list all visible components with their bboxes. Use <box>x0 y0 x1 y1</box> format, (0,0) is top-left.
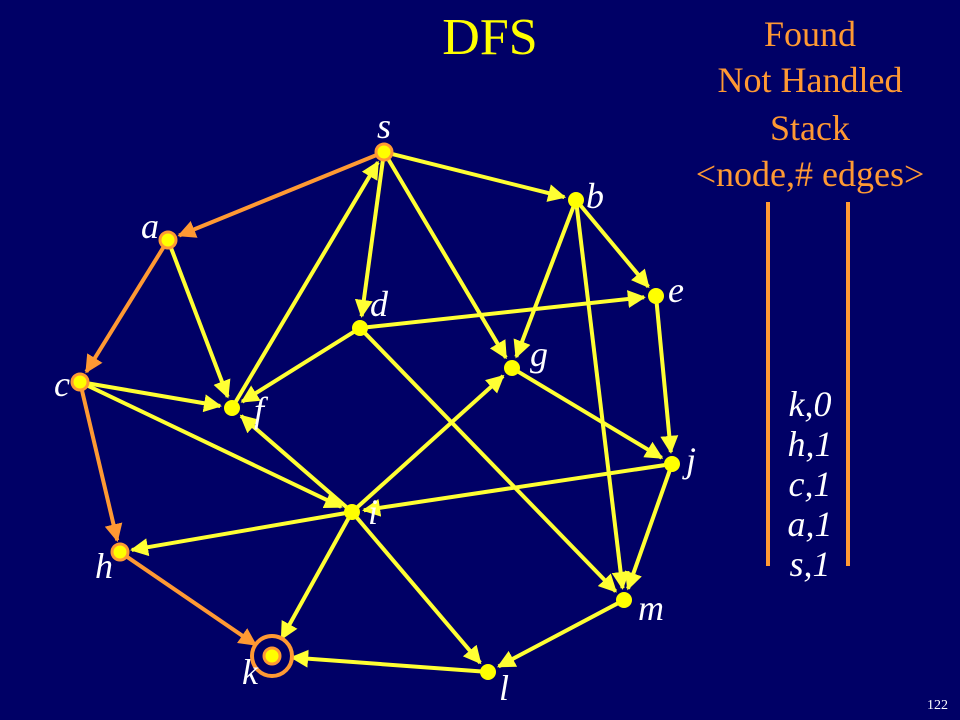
node-label-s: s <box>377 106 391 146</box>
edge-s-g <box>385 156 508 360</box>
edge-m-l <box>497 601 620 669</box>
node-a: a <box>141 206 178 250</box>
node-dot-m <box>616 592 632 608</box>
node-e: e <box>648 270 684 310</box>
node-label-a: a <box>141 206 159 246</box>
edge-d-e <box>365 290 646 330</box>
legend-not-handled: Not Handled <box>717 60 903 100</box>
legend-format: <node,# edges> <box>695 154 925 194</box>
stack-entry: c,1 <box>788 464 832 504</box>
node-label-b: b <box>586 176 604 216</box>
node-label-j: j <box>682 440 696 480</box>
current-node-ring <box>250 634 294 678</box>
node-dot-s <box>374 142 394 162</box>
node-dot-l <box>480 664 496 680</box>
edge-i-f <box>239 414 349 510</box>
node-dot-a <box>158 230 178 250</box>
edge-a-f <box>168 244 231 399</box>
edge-b-e <box>578 203 650 289</box>
legend-stack: Stack <box>770 108 850 148</box>
node-m: m <box>616 588 664 628</box>
node-label-g: g <box>530 334 548 374</box>
stack-entry: k,0 <box>788 384 832 424</box>
edge-i-k <box>279 516 351 641</box>
edge-s-d <box>354 157 386 318</box>
node-dot-e <box>648 288 664 304</box>
stack-entry: h,1 <box>787 424 833 464</box>
edge-b-m <box>574 205 630 590</box>
node-h: h <box>95 542 130 586</box>
edge-s-a <box>177 152 380 238</box>
node-label-i: i <box>368 492 378 532</box>
edge-c-f <box>85 381 222 413</box>
node-label-k: k <box>242 652 259 692</box>
node-dot-i <box>344 504 360 520</box>
stack-entry: a,1 <box>787 504 833 544</box>
node-label-c: c <box>54 364 70 404</box>
edge-j-m <box>624 468 672 591</box>
node-s: s <box>374 106 394 162</box>
edge-g-j <box>516 369 664 460</box>
node-dot-d <box>352 320 368 336</box>
node-dot-b <box>568 192 584 208</box>
edge-j-i <box>362 462 667 517</box>
node-label-e: e <box>668 270 684 310</box>
stack-entry: s,1 <box>789 544 831 584</box>
slide-title: DFS <box>442 9 538 66</box>
node-b: b <box>568 176 604 216</box>
edge-d-m <box>362 330 618 593</box>
node-l: l <box>480 664 509 708</box>
node-label-f: f <box>254 390 269 430</box>
edge-h-k <box>123 553 257 647</box>
edge-c-h <box>79 387 123 543</box>
edge-s-b <box>389 151 567 202</box>
legend-found: Found <box>763 14 857 54</box>
node-dot-g <box>504 360 520 376</box>
edge-b-g <box>513 204 576 359</box>
edge-e-j <box>654 301 679 454</box>
node-f: f <box>224 390 269 430</box>
edge-i-g <box>355 374 505 510</box>
edge-d-f <box>240 329 356 404</box>
node-dot-k <box>262 646 282 666</box>
node-dot-c <box>70 372 90 392</box>
edge-c-i <box>84 382 343 509</box>
node-i: i <box>344 492 378 532</box>
node-label-h: h <box>95 546 113 586</box>
node-d: d <box>352 284 389 336</box>
node-c: c <box>54 364 90 404</box>
node-k: k <box>242 634 294 692</box>
edge-i-h <box>130 511 347 557</box>
edge-f-s <box>233 160 380 404</box>
node-label-l: l <box>499 668 509 708</box>
edge-a-c <box>84 244 167 374</box>
edge-l-k <box>290 649 483 674</box>
node-label-m: m <box>638 588 664 628</box>
node-dot-j <box>664 456 680 472</box>
node-dot-f <box>224 400 240 416</box>
node-dot-h <box>110 542 130 562</box>
slide-number: 122 <box>927 698 948 713</box>
node-j: j <box>664 440 696 480</box>
node-g: g <box>504 334 548 376</box>
edge-i-l <box>354 515 482 665</box>
node-label-d: d <box>370 284 389 324</box>
